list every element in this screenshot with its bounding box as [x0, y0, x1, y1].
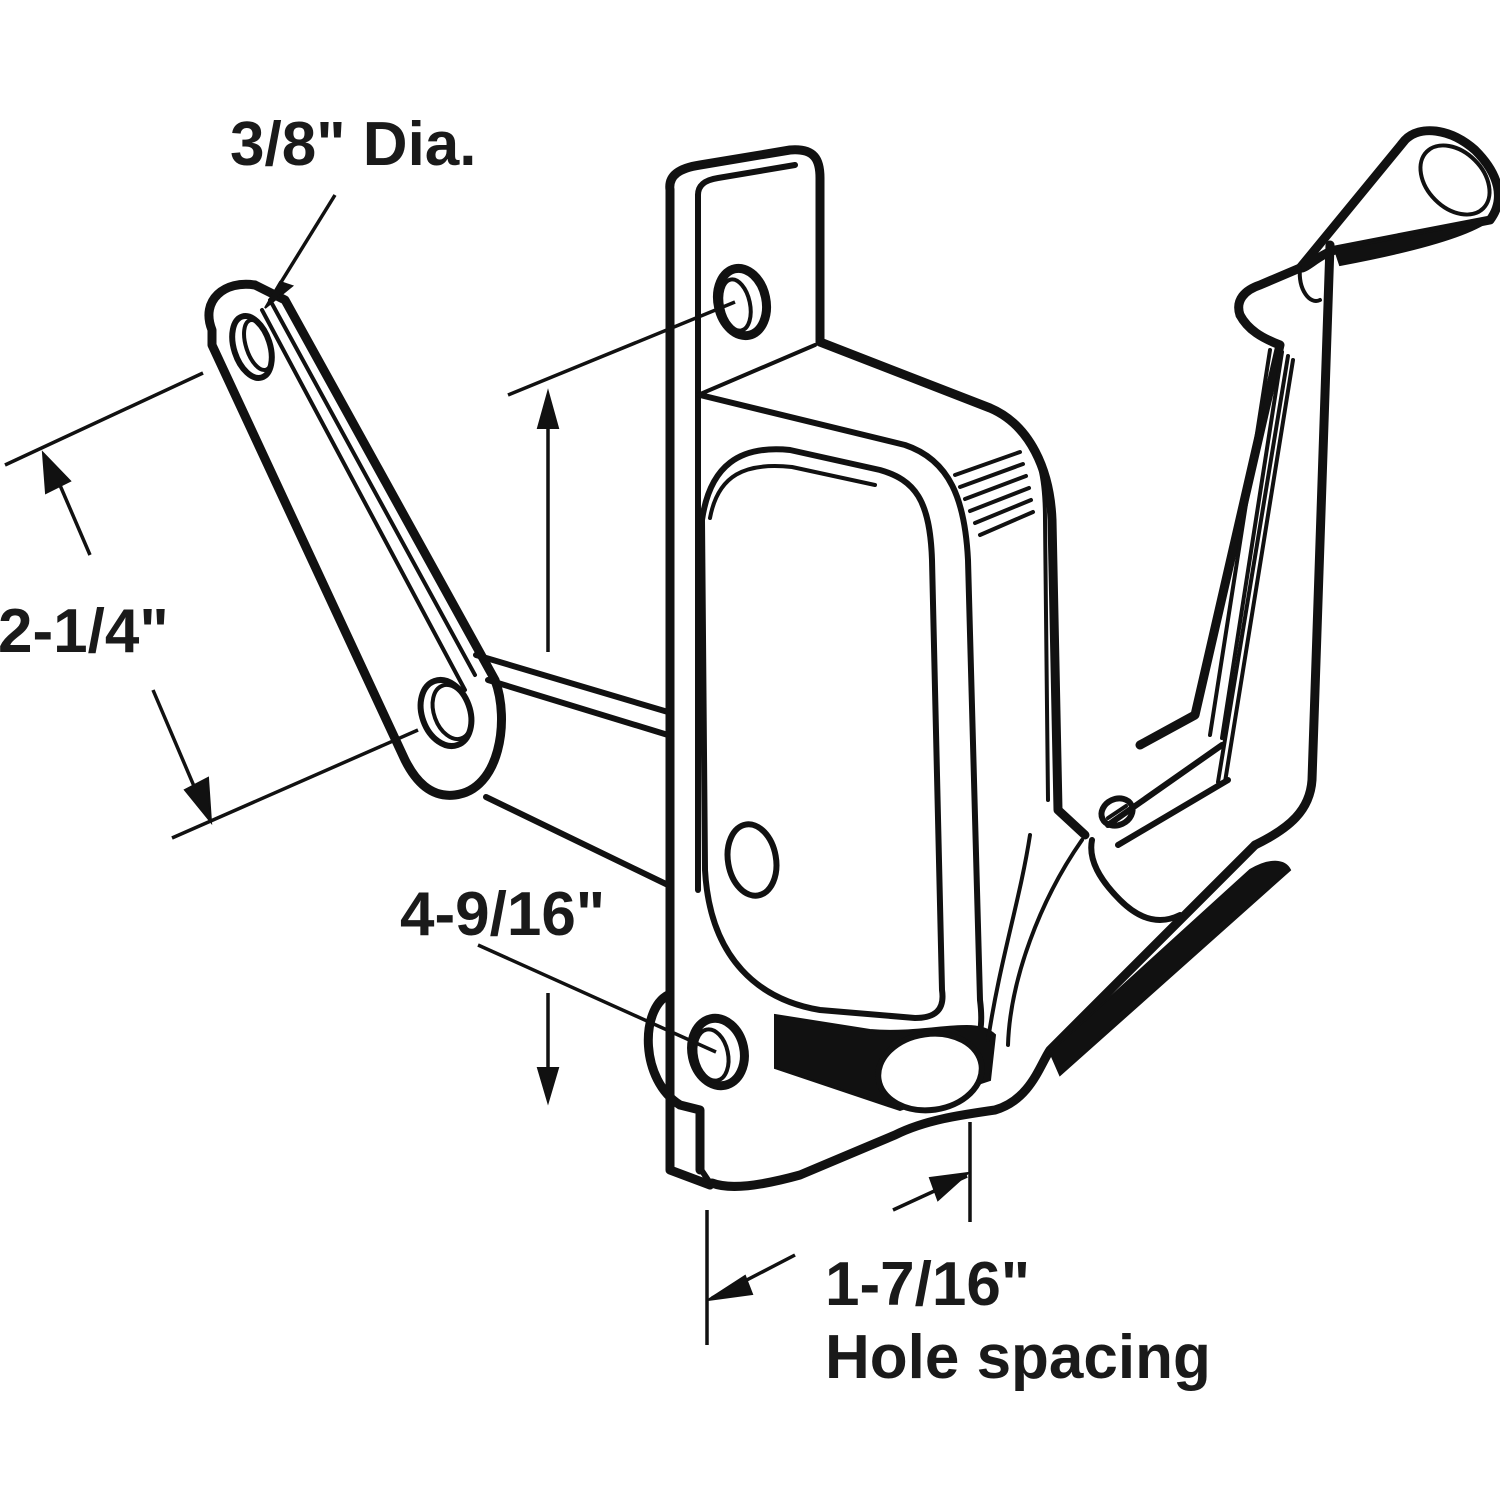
label-hole-spacing-caption: Hole spacing: [825, 1323, 1211, 1392]
label-link-hole-span: 2-1/4": [0, 597, 169, 666]
mounting-plate: [643, 145, 1260, 1191]
drive-arm: [1048, 860, 1292, 1077]
label-link-hole-diameter: 3/8" Dia.: [230, 110, 477, 179]
gear-housing: [697, 337, 1090, 1114]
dimension-2-1-4: [4, 371, 419, 840]
crank-handle: [1088, 126, 1500, 923]
housing-ribs: [953, 450, 1035, 537]
label-mount-hole-span: 4-9/16": [400, 880, 605, 949]
link-arm: [204, 279, 671, 888]
dimension-4-9-16: [477, 300, 736, 1106]
label-hole-spacing-value: 1-7/16": [825, 1250, 1030, 1319]
dimension-1-7-16: [705, 1122, 972, 1345]
dimension-3-8-dia: [264, 194, 337, 309]
